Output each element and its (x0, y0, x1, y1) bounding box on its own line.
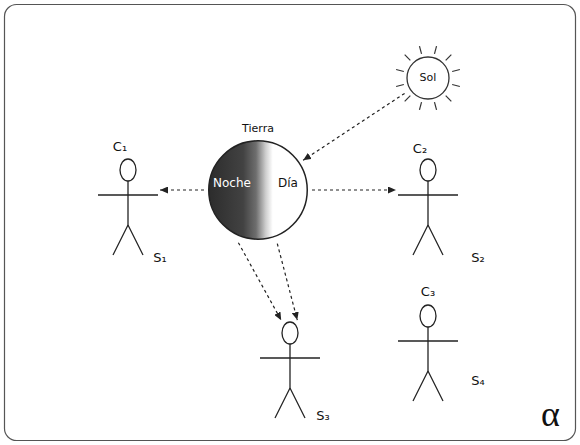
dashed-arrow (277, 244, 297, 321)
dashed-arrow (303, 93, 405, 160)
earth-node: TierraNocheDía (208, 140, 308, 240)
dashed-arrow (160, 189, 204, 190)
day-label: Día (278, 177, 298, 191)
figure-head (420, 305, 436, 327)
figure-head (420, 159, 436, 181)
figure-arms (98, 194, 158, 195)
frame-border (5, 5, 576, 441)
sun-circle (407, 57, 449, 99)
person-figure: C₂S₂ (398, 159, 458, 255)
subject-label: S₁ (153, 251, 166, 266)
sun-ray (446, 96, 452, 102)
earth-title: Tierra (242, 123, 274, 136)
figure-leg (128, 225, 143, 255)
figure-leg (428, 371, 443, 401)
sun-ray (452, 69, 460, 71)
sun-ray (396, 84, 404, 86)
figure-leg (113, 225, 128, 255)
figure-leg (413, 371, 428, 401)
dashed-arrow (312, 189, 396, 190)
person-figure-shape (260, 322, 320, 418)
sun-ray (419, 46, 421, 54)
camera-label: C₂ (413, 142, 427, 157)
figure-body (427, 327, 428, 371)
dashed-arrow (238, 243, 281, 321)
figure-leg (428, 225, 443, 255)
figure-body (127, 181, 128, 225)
figure-head (282, 322, 298, 344)
figure-head (120, 159, 136, 181)
figure-leg (290, 388, 305, 418)
figure-arms (398, 340, 458, 341)
sun-ray (434, 102, 436, 110)
figure-arms (398, 194, 458, 195)
sun-ray (396, 69, 404, 71)
corner-symbol: α (541, 396, 560, 432)
person-figure: S₃ (260, 322, 320, 418)
subject-label: S₃ (316, 409, 329, 424)
subject-label: S₄ (471, 374, 484, 389)
figure-leg (413, 225, 428, 255)
figure-body (427, 181, 428, 225)
figure-arms (260, 357, 320, 358)
sun-label: Sol (420, 72, 437, 85)
night-label: Noche (213, 177, 251, 191)
earth-circle (209, 141, 308, 240)
sun-ray (405, 55, 411, 61)
sun-ray (434, 46, 436, 54)
person-figure-shape (398, 159, 458, 255)
sun-ray (419, 102, 421, 110)
person-figure: C₃S₄ (398, 305, 458, 401)
subject-label: S₂ (471, 251, 484, 266)
figure-leg (275, 388, 290, 418)
person-figure-shape (398, 305, 458, 401)
sun-ray (405, 96, 411, 102)
camera-label: C₃ (421, 285, 435, 300)
sun-ray (446, 55, 452, 61)
person-figure-shape (98, 159, 158, 255)
camera-label: C₁ (113, 140, 127, 155)
person-figure: C₁S₁ (98, 159, 158, 255)
sun-ray (452, 84, 460, 86)
figure-body (289, 344, 290, 388)
sun-node: Sol (406, 56, 450, 100)
